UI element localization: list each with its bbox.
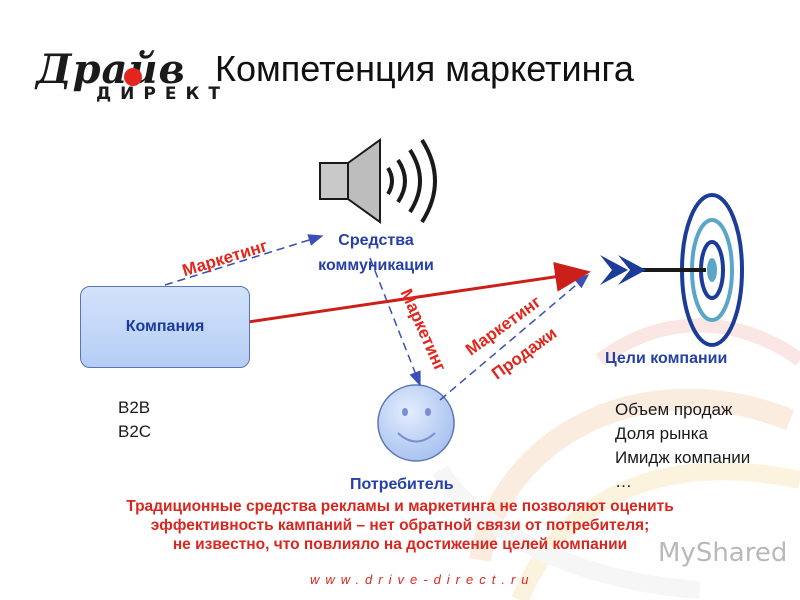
company-label: Компания — [125, 318, 205, 335]
arrow-media-to-consumer — [369, 257, 421, 387]
conclusion-line: Традиционные средства рекламы и маркетин… — [126, 498, 674, 515]
segment-item: B2B — [118, 398, 151, 417]
arrow-company-to-media — [164, 234, 324, 286]
consumer-label: Потребитель — [350, 476, 454, 493]
logo-subtitle: ДИРЕКТ — [96, 84, 229, 104]
goal-item: Объем продаж — [615, 400, 733, 419]
conclusion-line: не известно, что повлияло на достижение … — [172, 536, 628, 553]
arrow-consumer-to-goals — [439, 274, 590, 401]
media-label: Средства коммуникации — [318, 232, 434, 274]
goals-label: Цели компании — [605, 350, 728, 367]
segments-list: B2B B2C — [118, 396, 151, 444]
arrow-company-to-goals — [247, 261, 591, 324]
footer-url: www.drive-direct.ru — [310, 572, 535, 587]
background-swooshes — [432, 318, 800, 600]
logo-script: Драйв — [36, 46, 186, 93]
smiley-icon — [377, 384, 455, 462]
segment-item: B2C — [118, 422, 152, 441]
goal-item: Имидж компании — [615, 448, 751, 467]
dart-icon — [600, 255, 706, 285]
company-logo: Драйв ДИРЕКТ — [14, 28, 220, 128]
logo-dot — [124, 68, 142, 86]
goals-list: Объем продаж Доля рынка Имидж компании … — [615, 398, 750, 494]
page-title: Компетенция маркетинга — [215, 48, 634, 89]
speaker-icon — [319, 138, 437, 224]
goal-item: … — [615, 472, 632, 491]
company-node: Компания — [80, 286, 250, 368]
conclusion-line: эффективность кампаний – нет обратной св… — [150, 517, 650, 534]
goal-item: Доля рынка — [615, 424, 708, 443]
watermark: MyShared — [658, 538, 788, 568]
conclusion-text: Традиционные средства рекламы и маркетин… — [20, 497, 780, 554]
